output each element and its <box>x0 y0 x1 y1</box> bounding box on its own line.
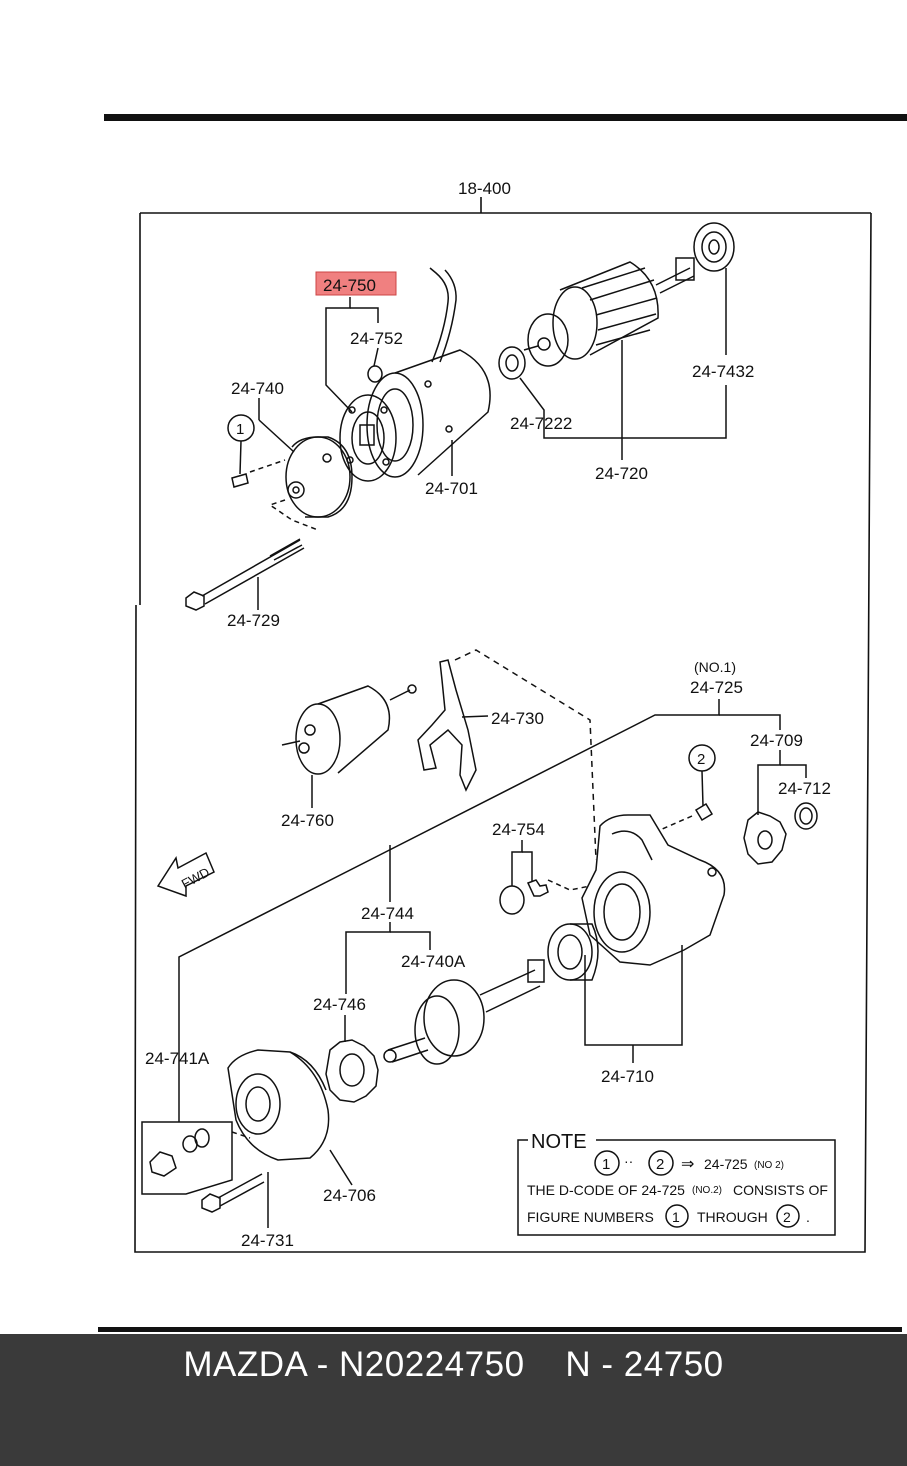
fwd-arrow <box>156 851 215 898</box>
part-24-752 <box>367 365 383 383</box>
leader-24-7222 <box>519 377 727 439</box>
part-label-24-744[interactable]: 24-744 <box>361 904 414 923</box>
label-no1: (NO.1) <box>694 659 736 675</box>
note-line2-b: THROUGH <box>697 1209 768 1225</box>
assembly-label: 18-400 <box>458 179 511 198</box>
part-24-7432-bearing <box>693 222 735 272</box>
part-label-24-740[interactable]: 24-740 <box>231 379 284 398</box>
note-circle-2b-num: 2 <box>783 1209 791 1225</box>
part-label-24-709[interactable]: 24-709 <box>750 731 803 750</box>
footer-bar <box>0 1334 907 1466</box>
note-result: 24-725 <box>704 1156 748 1172</box>
fwd-label: FWD <box>179 864 212 891</box>
part-label-24-730[interactable]: 24-730 <box>491 709 544 728</box>
leader-24-725 <box>178 699 720 1120</box>
part-label-24-706[interactable]: 24-706 <box>323 1186 376 1205</box>
part-24-740-end-frame <box>285 436 353 518</box>
note-line1-b: CONSISTS OF <box>733 1182 828 1198</box>
note-circle-2 <box>648 1150 674 1176</box>
note-dots: ·· <box>624 1153 633 1169</box>
part-label-24-731[interactable]: 24-731 <box>241 1231 294 1250</box>
part-24-712-ring <box>794 802 818 830</box>
bottom-rule <box>98 1327 902 1332</box>
part-label-24-725[interactable]: 24-725 <box>690 678 743 697</box>
part-24-701-yoke <box>366 267 491 478</box>
part-label-24-741A[interactable]: 24-741A <box>145 1049 210 1068</box>
footer-part-number: MAZDA - N20224750 N - 24750 <box>183 1345 724 1384</box>
note-box <box>517 1139 836 1236</box>
part-label-24-752[interactable]: 24-752 <box>350 329 403 348</box>
top-rule <box>104 114 907 121</box>
part-24-729-bolt <box>185 538 305 611</box>
leader-24-754 <box>511 840 523 886</box>
part-24-7222-bearing <box>498 346 526 380</box>
callout-1: 1 <box>236 421 244 438</box>
part-24-760-solenoid <box>281 684 417 775</box>
part-24-741A-box <box>141 1121 233 1195</box>
part-label-24-740A[interactable]: 24-740A <box>401 952 466 971</box>
screw-2 <box>694 802 714 822</box>
part-24-710-bearing <box>547 923 599 981</box>
note-circle-1b-num: 1 <box>672 1209 680 1225</box>
part-24-706-housing <box>227 1049 330 1161</box>
part-label-24-701[interactable]: 24-701 <box>425 479 478 498</box>
part-label-24-720[interactable]: 24-720 <box>595 464 648 483</box>
highlight-box <box>315 271 397 296</box>
part-label-24-7222[interactable]: 24-7222 <box>510 414 572 433</box>
leader-24-750b <box>350 307 379 323</box>
part-label-24-750[interactable]: 24-750 <box>323 276 376 295</box>
part-label-24-746[interactable]: 24-746 <box>313 995 366 1014</box>
screw-1 <box>231 473 249 488</box>
note-circle-1 <box>594 1150 620 1176</box>
leader-24-730 <box>461 715 489 718</box>
leader-24-710 <box>584 945 683 1046</box>
part-24-731-bolt <box>201 1173 265 1213</box>
part-label-24-7432[interactable]: 24-7432 <box>692 362 754 381</box>
part-label-24-710[interactable]: 24-710 <box>601 1067 654 1086</box>
note-circle-2-num: 2 <box>656 1156 664 1173</box>
leader-24-750 <box>325 297 353 413</box>
note-line2-a: FIGURE NUMBERS <box>527 1209 654 1225</box>
part-24-741A <box>149 1128 210 1177</box>
leader-24-752 <box>373 347 379 367</box>
part-24-746-gear <box>325 1039 379 1103</box>
note-line2-c: . <box>806 1209 810 1225</box>
part-24-709-pinion <box>743 811 787 865</box>
note-circle-2b <box>776 1204 800 1228</box>
part-24-720-armature <box>523 257 695 367</box>
part-label-24-712[interactable]: 24-712 <box>778 779 831 798</box>
leader-24-709 <box>757 750 781 815</box>
note-result-sub: (NO 2) <box>754 1160 784 1171</box>
note-circle-1b <box>665 1204 689 1228</box>
part-label-24-729[interactable]: 24-729 <box>227 611 280 630</box>
part-label-24-760[interactable]: 24-760 <box>281 811 334 830</box>
part-24-710-housing <box>581 814 726 966</box>
assembly-frame <box>134 197 872 1253</box>
callout-2: 2 <box>697 751 705 768</box>
note-title: NOTE <box>531 1131 587 1153</box>
part-label-24-754[interactable]: 24-754 <box>492 820 545 839</box>
note-circle-1-num: 1 <box>602 1156 610 1173</box>
note-line1-sub: (NO.2) <box>692 1185 722 1196</box>
part-24-754-plunger-spring <box>499 879 549 915</box>
note-arrow: ⇒ <box>681 1156 694 1173</box>
leader-24-706 <box>329 1149 353 1186</box>
note-line1-a: THE D-CODE OF 24-725 <box>527 1182 685 1198</box>
part-24-740A-shaft <box>383 959 545 1065</box>
part-24-730-lever <box>417 659 477 792</box>
